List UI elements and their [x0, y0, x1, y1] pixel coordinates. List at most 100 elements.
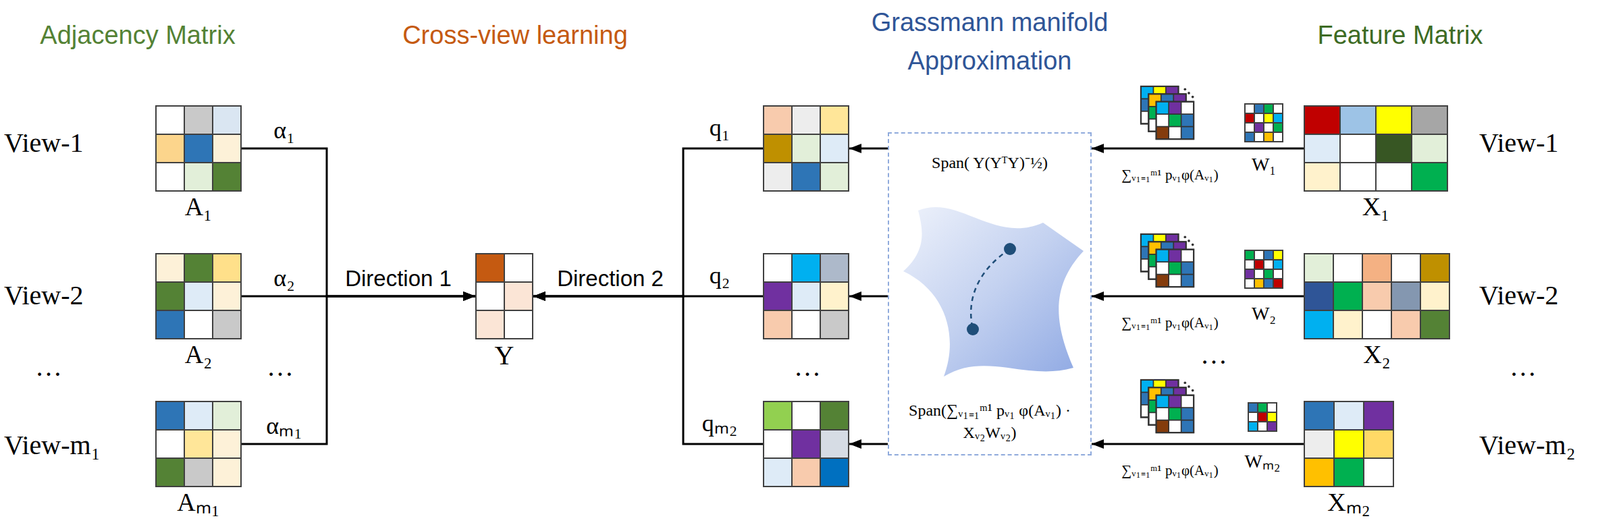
formula-text: Span(∑ᵥ₁₌₁ᵐ¹ pᵥ₁ φ(Aᵥ₁) · Xᵥ₂Wᵥ₂) — [895, 399, 1084, 444]
matrix-cell — [1258, 422, 1267, 431]
matrix-cell — [156, 430, 184, 458]
view-label: View-1 — [1479, 128, 1559, 158]
adjacency-matrix: A₁ — [155, 105, 242, 192]
matrix-cell — [1267, 422, 1276, 431]
matrix-cell — [1273, 132, 1283, 142]
matrix-cell — [1304, 459, 1334, 487]
matrix-cell — [1245, 123, 1254, 132]
ellipsis: … — [35, 352, 63, 383]
matrix-label: X₂ — [1363, 340, 1391, 370]
matrix-cell — [1334, 402, 1364, 430]
matrix-cell — [764, 282, 792, 310]
matrix-cell — [213, 430, 241, 458]
matrix-cell — [213, 311, 241, 339]
matrix-cell — [1376, 163, 1411, 191]
matrix-cell — [213, 135, 241, 163]
matrix-cell — [1304, 311, 1333, 339]
matrix-cell — [184, 254, 212, 282]
matrix-cell — [764, 402, 792, 430]
matrix-cell — [792, 282, 820, 310]
column-title: Adjacency Matrix — [39, 21, 235, 50]
matrix-cell — [476, 282, 504, 310]
column-title: Cross-view learning — [402, 21, 628, 50]
matrix-cell — [184, 402, 212, 430]
connector — [1091, 443, 1304, 446]
matrix-cell — [1264, 132, 1273, 142]
matrix-cell — [1255, 251, 1264, 260]
weight-matrix: Wₘ₂ — [1247, 402, 1278, 433]
consensus-matrix: Y — [475, 253, 534, 340]
matrix-label: A₂ — [184, 340, 213, 370]
grassmann-manifold — [903, 207, 1084, 377]
p-matrix-stack — [1140, 86, 1195, 140]
matrix-grid — [155, 253, 242, 340]
sum-formula: ∑ᵥ₁₌₁ᵐ¹ pᵥ₁φ(Aᵥ₁) — [1119, 167, 1220, 183]
matrix-cell — [792, 254, 820, 282]
matrix-cell — [1273, 251, 1283, 260]
feature-matrix: X₁ — [1303, 105, 1449, 192]
matrix-cell — [1255, 260, 1264, 269]
matrix-cell — [1255, 114, 1264, 123]
manifold-point — [966, 323, 979, 336]
matrix-cell — [820, 106, 848, 134]
matrix-cell — [1392, 282, 1420, 310]
p-matrix-stack — [1140, 234, 1195, 287]
matrix-cell — [504, 311, 532, 339]
matrix-cell — [1267, 403, 1276, 412]
matrix-cell — [1264, 260, 1273, 269]
matrix-cell — [1334, 430, 1364, 458]
matrix-cell — [156, 163, 184, 191]
matrix-cell — [213, 282, 241, 310]
matrix-cell — [1363, 282, 1391, 310]
manifold-point — [1003, 243, 1017, 256]
matrix-cell — [764, 163, 792, 191]
matrix-cell — [213, 402, 241, 430]
matrix-cell — [184, 106, 212, 134]
matrix-label: A₁ — [184, 193, 213, 222]
matrix-cell — [1248, 413, 1258, 422]
matrix-grid — [762, 401, 850, 488]
view-label: View-m₁ — [4, 430, 101, 461]
matrix-label: Wₘ₂ — [1244, 451, 1280, 473]
matrix-grid — [155, 401, 242, 488]
ellipsis: … — [1200, 340, 1228, 370]
connector — [849, 443, 888, 446]
matrix-cell — [1334, 254, 1362, 282]
matrix-cell — [1304, 282, 1333, 310]
geodesic-curve — [970, 249, 1010, 330]
matrix-cell — [792, 311, 820, 339]
matrix-grid — [1303, 253, 1451, 340]
matrix-cell — [1304, 106, 1340, 134]
matrix-grid — [1303, 105, 1449, 192]
matrix-cell — [764, 135, 792, 163]
matrix-cell — [1273, 104, 1283, 113]
matrix-cell — [1363, 311, 1391, 339]
matrix-cell — [156, 459, 184, 487]
connector — [241, 296, 476, 445]
column-title: Grassmann manifold Approximation — [847, 3, 1132, 81]
matrix-cell — [156, 254, 184, 282]
view-label: View-2 — [4, 280, 84, 311]
matrix-cell — [820, 430, 848, 458]
direction-label: Direction 1 — [342, 266, 455, 291]
matrix-cell — [764, 254, 792, 282]
matrix-label: q₂ — [709, 262, 731, 290]
matrix-label: q₁ — [709, 114, 731, 142]
matrix-cell — [764, 106, 792, 134]
matrix-cell — [820, 459, 848, 487]
matrix-cell — [213, 163, 241, 191]
matrix-cell — [792, 402, 820, 430]
matrix-cell — [1364, 430, 1393, 458]
matrix-label: X₁ — [1362, 193, 1391, 222]
matrix-cell — [184, 311, 212, 339]
direction-label: Direction 2 — [554, 266, 667, 291]
matrix-cell — [1340, 106, 1376, 134]
matrix-cell — [184, 163, 212, 191]
matrix-cell — [156, 311, 184, 339]
matrix-cell — [1245, 104, 1254, 113]
matrix-cell — [820, 135, 848, 163]
matrix-cell — [820, 311, 848, 339]
matrix-cell — [1376, 106, 1411, 134]
matrix-cell — [184, 282, 212, 310]
